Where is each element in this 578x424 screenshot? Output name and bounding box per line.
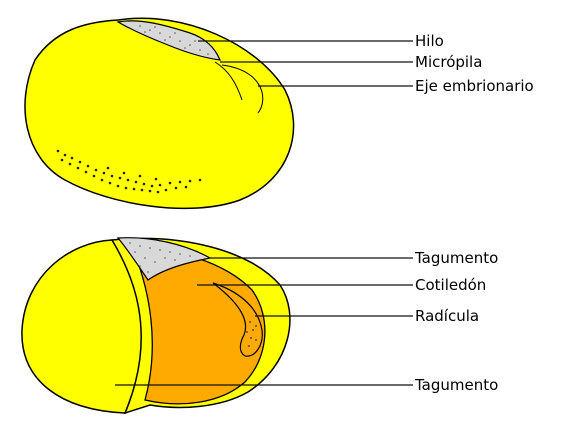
seed-intact: Hilo Micrópila Eje embrionario	[25, 18, 534, 208]
label-tagumento-top: Tagumento	[414, 249, 498, 267]
label-tagumento-bottom: Tagumento	[414, 376, 498, 394]
seed-opened: Tagumento Cotiledón Radícula Tagumento	[22, 238, 498, 413]
label-radicula: Radícula	[415, 307, 479, 325]
label-micropila: Micrópila	[415, 53, 482, 71]
label-cotiledon: Cotiledón	[415, 276, 486, 294]
label-hilo: Hilo	[415, 32, 444, 50]
seed-coat-front	[22, 240, 141, 413]
label-eje-embrionario: Eje embrionario	[415, 77, 534, 95]
seed-intact-body	[25, 18, 294, 208]
